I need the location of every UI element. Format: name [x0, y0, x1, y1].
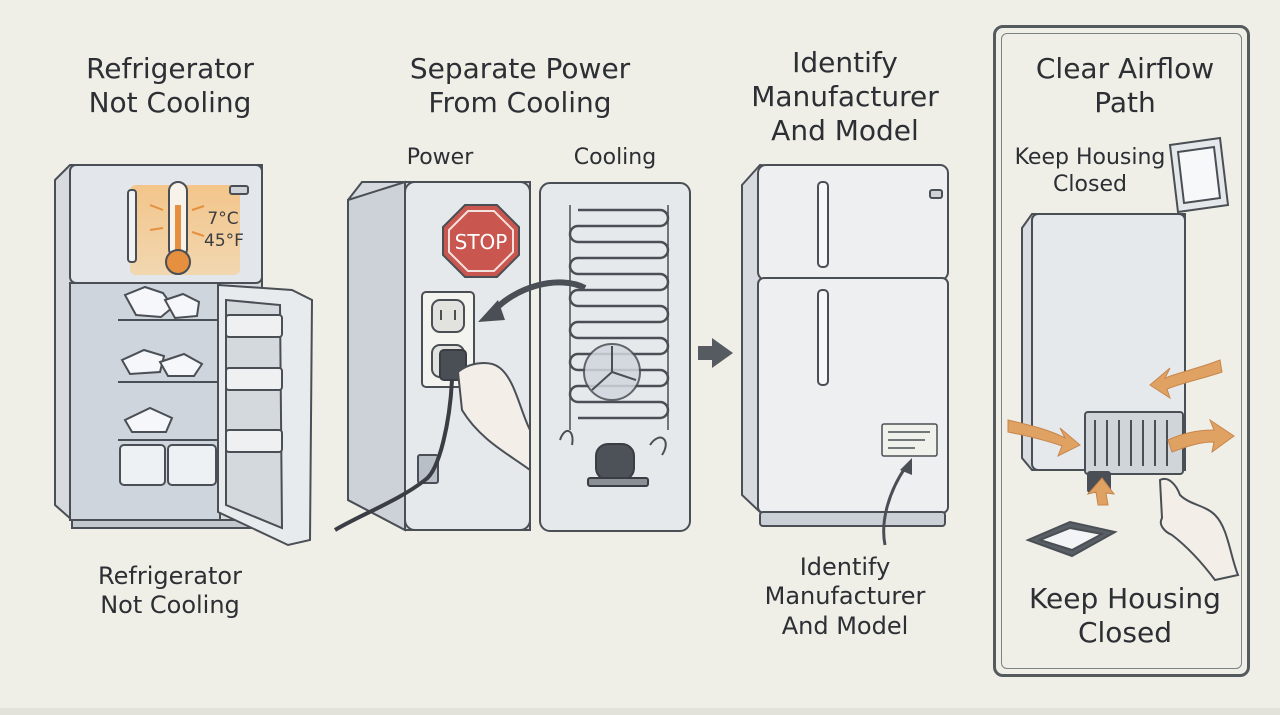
removed-filter-icon — [1025, 520, 1118, 558]
stop-sign-icon — [442, 204, 520, 278]
thermometer-icon — [149, 181, 205, 275]
temperature-fahrenheit: 45°F — [204, 231, 244, 251]
airflow-panel-frame — [993, 25, 1250, 677]
label-pointer-head-icon — [900, 458, 912, 475]
step1-caption: Refrigerator Not Cooling — [98, 562, 242, 620]
closed-fridge — [741, 163, 950, 527]
power-label: Power — [406, 145, 474, 170]
step3-caption: Identify Manufacturer And Model — [764, 553, 926, 640]
label-pointer-icon — [882, 467, 907, 546]
temperature-celsius: 7°C — [207, 209, 239, 229]
power-arrowhead-icon — [478, 300, 505, 322]
pointing-hand-icon — [1158, 478, 1240, 582]
step1-title: Refrigerator Not Cooling — [86, 52, 254, 120]
step4-title: Clear Airflow Path — [1035, 52, 1215, 120]
housing-top-label: Keep Housing Closed — [1014, 145, 1166, 197]
cooling-label: Cooling — [573, 145, 657, 170]
step4-caption: Keep Housing Closed — [1029, 582, 1221, 650]
bottom-strip — [0, 708, 1280, 715]
compressor-icon — [559, 430, 667, 487]
step2-title: Separate Power From Cooling — [409, 52, 631, 120]
condenser-coil-icon — [568, 205, 670, 430]
hand-icon — [456, 362, 531, 472]
rear-fridge — [1021, 213, 1186, 493]
stop-sign-text: STOP — [455, 230, 508, 254]
fan-icon — [583, 343, 641, 401]
filter-icon — [1168, 136, 1230, 214]
airflow-arrow-icon — [1007, 359, 1235, 506]
arrow-right-icon — [698, 338, 733, 368]
model-label-icon — [881, 423, 938, 457]
step3-title: Identify Manufacturer And Model — [751, 46, 939, 148]
